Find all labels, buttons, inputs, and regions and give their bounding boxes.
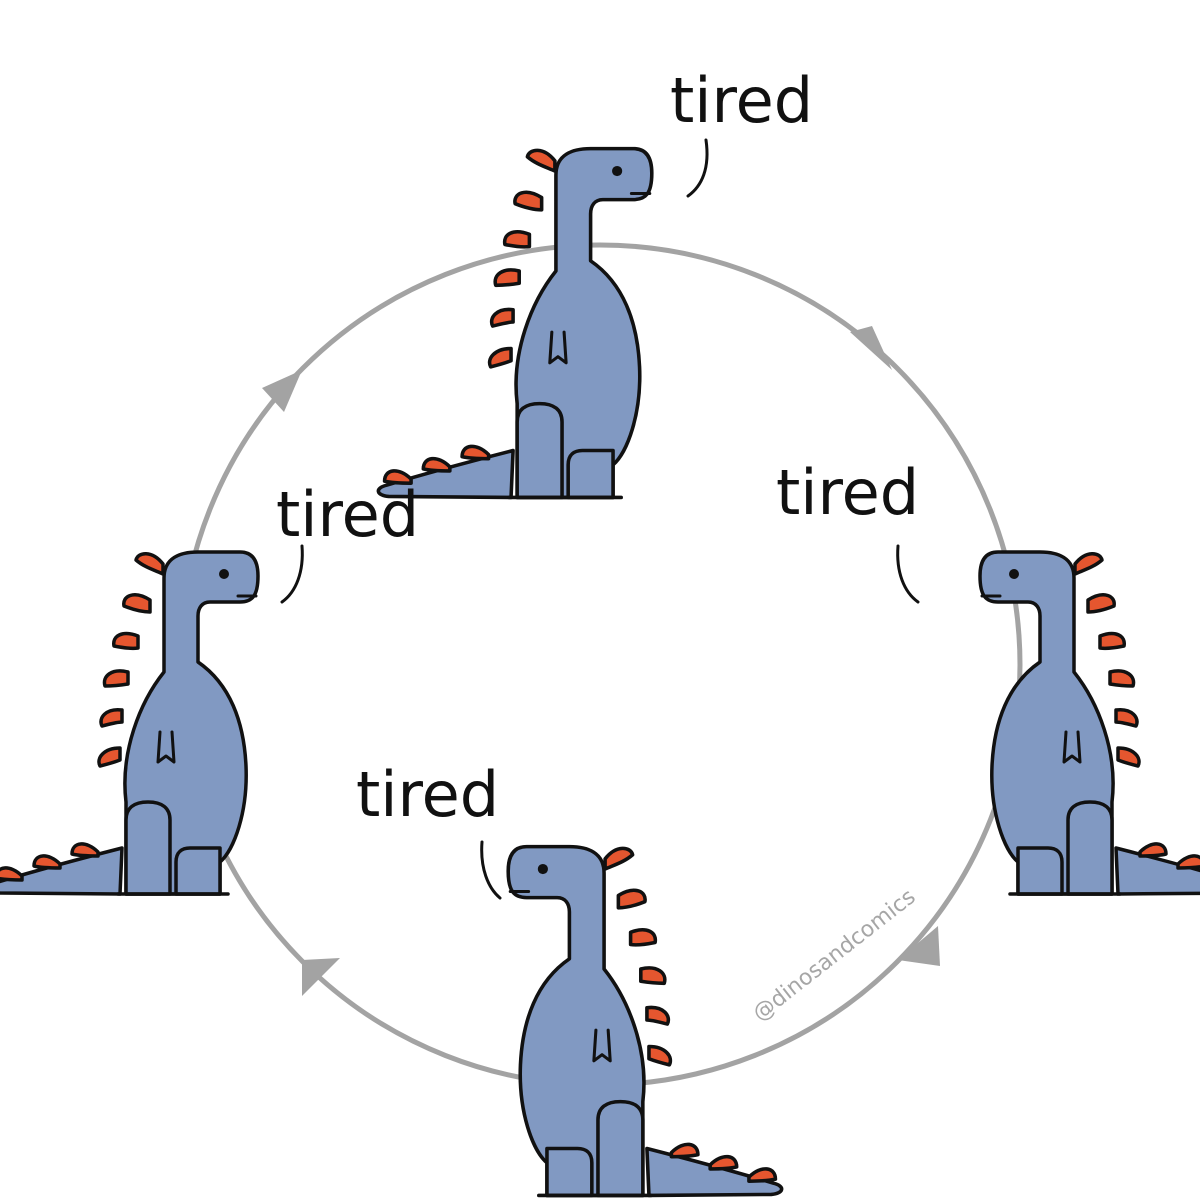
speech-tails bbox=[280, 138, 920, 900]
speech-text-left: tired bbox=[276, 478, 419, 551]
dino-bottom bbox=[506, 844, 784, 1198]
arrow-icon-top-right bbox=[850, 326, 892, 370]
arrow-icon-bottom-right bbox=[898, 926, 940, 966]
artist-credit: @dinosandcomics bbox=[748, 885, 920, 1027]
speech-text-top: tired bbox=[670, 64, 813, 137]
speech-text-bottom: tired bbox=[356, 758, 499, 831]
dino-top bbox=[376, 146, 654, 500]
dino-right bbox=[978, 550, 1200, 896]
arrow-icon-bottom-left bbox=[302, 958, 340, 996]
cycle-arrow-icons bbox=[262, 326, 940, 996]
dino-left bbox=[0, 550, 260, 896]
arrow-icon-top-left bbox=[262, 370, 302, 412]
speech-text-right: tired bbox=[776, 456, 919, 529]
